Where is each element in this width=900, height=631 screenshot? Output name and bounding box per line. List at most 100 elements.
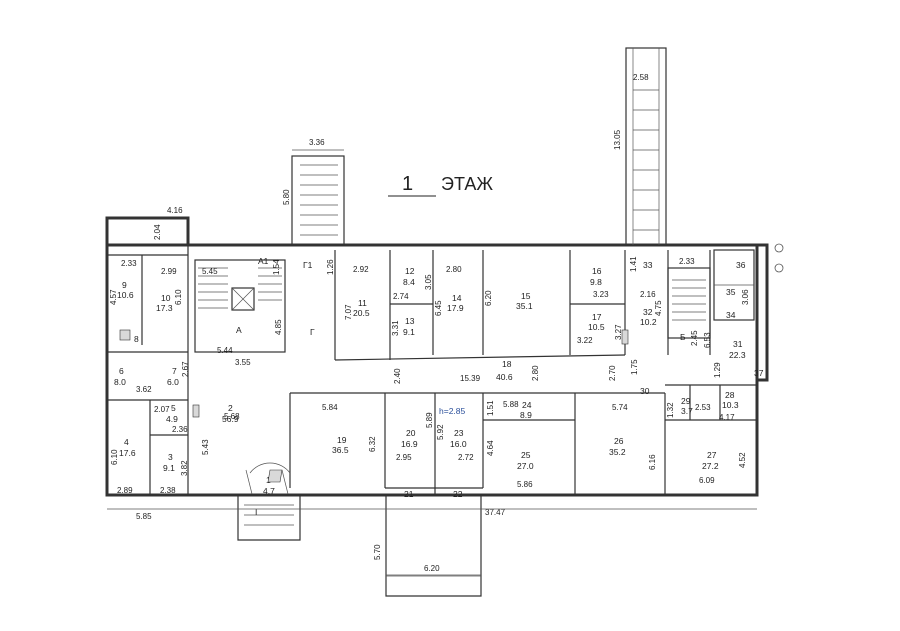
- room-26: 26 35.2: [609, 436, 626, 457]
- svg-text:3.7: 3.7: [681, 406, 693, 416]
- svg-text:8.4: 8.4: [403, 277, 415, 287]
- dimension: 2.89: [117, 486, 133, 495]
- dimension: 2.16: [640, 290, 656, 299]
- svg-text:10.2: 10.2: [640, 317, 657, 327]
- dimension: 4.75: [654, 300, 663, 316]
- svg-text:6.0: 6.0: [167, 377, 179, 387]
- svg-text:26: 26: [614, 436, 624, 446]
- room-37: 37: [754, 368, 764, 378]
- room-8: 8: [134, 334, 139, 344]
- dimension: 5.80: [282, 189, 291, 205]
- dimension: 2.92: [353, 265, 369, 274]
- floor-word: ЭТАЖ: [441, 174, 493, 194]
- room-16: 16 9.8: [590, 266, 602, 287]
- dimension: 3.27: [614, 324, 623, 340]
- svg-text:35: 35: [726, 287, 736, 297]
- dimension: 15.39: [460, 374, 481, 383]
- stair-a: [198, 267, 282, 311]
- room-21: 21: [404, 489, 414, 499]
- room-34: 34: [726, 310, 736, 320]
- dimension: 4.85: [274, 319, 283, 335]
- dimension: 5.43: [201, 439, 210, 455]
- dimension: 1.54: [272, 259, 281, 275]
- dimension: 1.41: [629, 256, 638, 272]
- room-31: 31 22.3: [729, 339, 746, 360]
- dimension: 4.17: [719, 413, 735, 422]
- zone-g-label: Г: [310, 327, 315, 337]
- dimension: 2.80: [531, 365, 540, 381]
- dimension: 5.88: [503, 400, 519, 409]
- zone-b-label: Б: [680, 332, 686, 342]
- svg-text:8: 8: [134, 334, 139, 344]
- svg-text:17.3: 17.3: [156, 303, 173, 313]
- floor-title: 1 ЭТАЖ: [388, 173, 493, 197]
- svg-text:23: 23: [454, 428, 464, 438]
- svg-text:4.7: 4.7: [263, 486, 275, 496]
- svg-text:56.9: 56.9: [222, 414, 239, 424]
- dimension: 2.07: [154, 405, 170, 414]
- dimension-lines: [107, 149, 757, 576]
- svg-text:28: 28: [725, 390, 735, 400]
- svg-text:20: 20: [406, 428, 416, 438]
- dimension: 1.75: [630, 359, 639, 375]
- dimension: 2.70: [608, 365, 617, 381]
- dimension: 5.44: [217, 346, 233, 355]
- svg-text:10: 10: [161, 293, 171, 303]
- svg-text:9.8: 9.8: [590, 277, 602, 287]
- ceiling-height-note: h=2.85: [439, 406, 466, 416]
- dimension: 5.84: [322, 403, 338, 412]
- stair-g: [300, 164, 338, 236]
- dimension: 6.45: [434, 300, 443, 316]
- svg-text:27.2: 27.2: [702, 461, 719, 471]
- outer-walls: [105, 47, 769, 597]
- dimension: 2.33: [121, 259, 137, 268]
- svg-text:32: 32: [643, 307, 653, 317]
- svg-text:16.0: 16.0: [450, 439, 467, 449]
- room-23: 23 16.0: [450, 428, 467, 449]
- room-32: 32 10.2: [640, 307, 657, 327]
- room-28: 28 10.3: [722, 390, 739, 410]
- room-19: 19 36.5: [332, 435, 349, 455]
- svg-text:3: 3: [168, 452, 173, 462]
- svg-text:34: 34: [726, 310, 736, 320]
- dimension: 4.64: [486, 440, 495, 456]
- zone-entry-label: I: [255, 507, 257, 517]
- dimension: 2.38: [160, 486, 176, 495]
- room-24: 24 8.9: [520, 400, 532, 420]
- svg-text:6: 6: [119, 366, 124, 376]
- dimension: 5.85: [136, 512, 152, 521]
- room-6: 6 8.0: [114, 366, 126, 387]
- room-14: 14 17.9: [447, 293, 464, 313]
- dimension: 6.32: [368, 436, 377, 452]
- dimension: 37.47: [485, 508, 506, 517]
- svg-text:30: 30: [640, 386, 650, 396]
- dimension: 5.89: [425, 412, 434, 428]
- room-25: 25 27.0: [517, 450, 534, 471]
- dimension: 6.10: [174, 289, 183, 305]
- svg-text:27: 27: [707, 450, 717, 460]
- svg-text:36.5: 36.5: [332, 445, 349, 455]
- columns: [119, 329, 629, 418]
- dimension: 5.74: [612, 403, 628, 412]
- dimension: 2.80: [446, 265, 462, 274]
- zone-a-label: А: [236, 325, 242, 335]
- svg-text:35.2: 35.2: [609, 447, 626, 457]
- svg-text:14: 14: [452, 293, 462, 303]
- dimension: 3.55: [235, 358, 251, 367]
- svg-text:4: 4: [124, 437, 129, 447]
- svg-text:21: 21: [404, 489, 414, 499]
- room-2: 2 56.9: [222, 403, 239, 424]
- svg-text:11: 11: [358, 298, 367, 308]
- svg-text:17.9: 17.9: [447, 303, 464, 313]
- dimension: 6.20: [484, 290, 493, 306]
- svg-text:22: 22: [453, 489, 463, 499]
- zone-a1-label: А1: [258, 256, 269, 266]
- dimension: 4.57: [109, 289, 118, 305]
- svg-text:15: 15: [521, 291, 531, 301]
- svg-text:9.1: 9.1: [163, 463, 175, 473]
- dimension: 6.53: [703, 332, 712, 348]
- dimension: 13.05: [613, 129, 622, 150]
- dimension: 2.74: [393, 292, 409, 301]
- room-33: 33: [643, 260, 653, 270]
